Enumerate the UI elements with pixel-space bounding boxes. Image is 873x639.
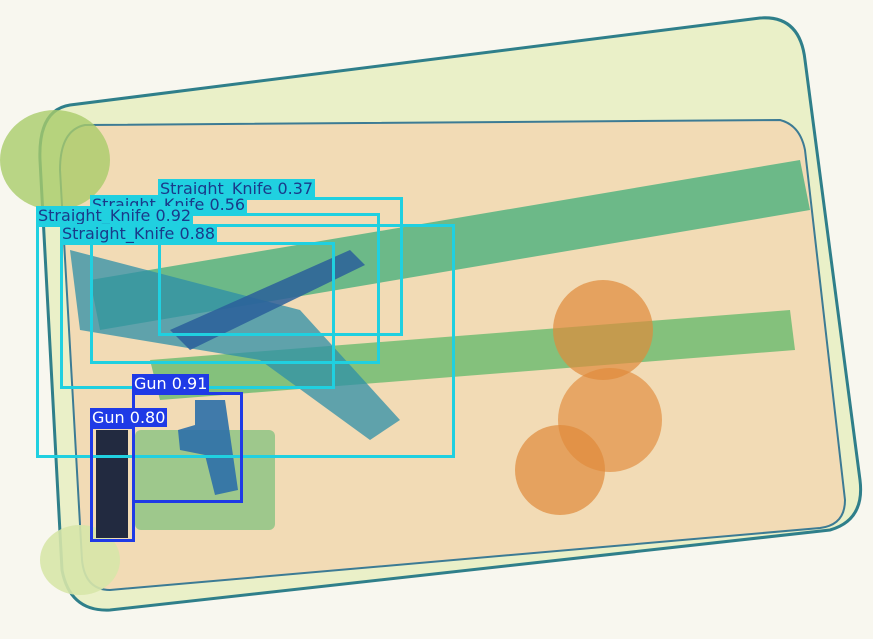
- detection-box-straight-knife: [60, 242, 335, 389]
- detection-label: Gun 0.91: [132, 374, 210, 393]
- detection-box-straight-knife: [36, 224, 455, 458]
- detection-label: Straight_Knife 0.88: [60, 224, 218, 243]
- detection-label: Straight_Knife 0.92: [36, 206, 194, 225]
- detection-label: Gun 0.80: [90, 408, 168, 427]
- detection-box-gun: [90, 426, 135, 542]
- detection-box-straight-knife: [90, 213, 380, 364]
- detection-label: Straight_Knife 0.37: [158, 179, 316, 198]
- detection-box-straight-knife: [158, 197, 403, 336]
